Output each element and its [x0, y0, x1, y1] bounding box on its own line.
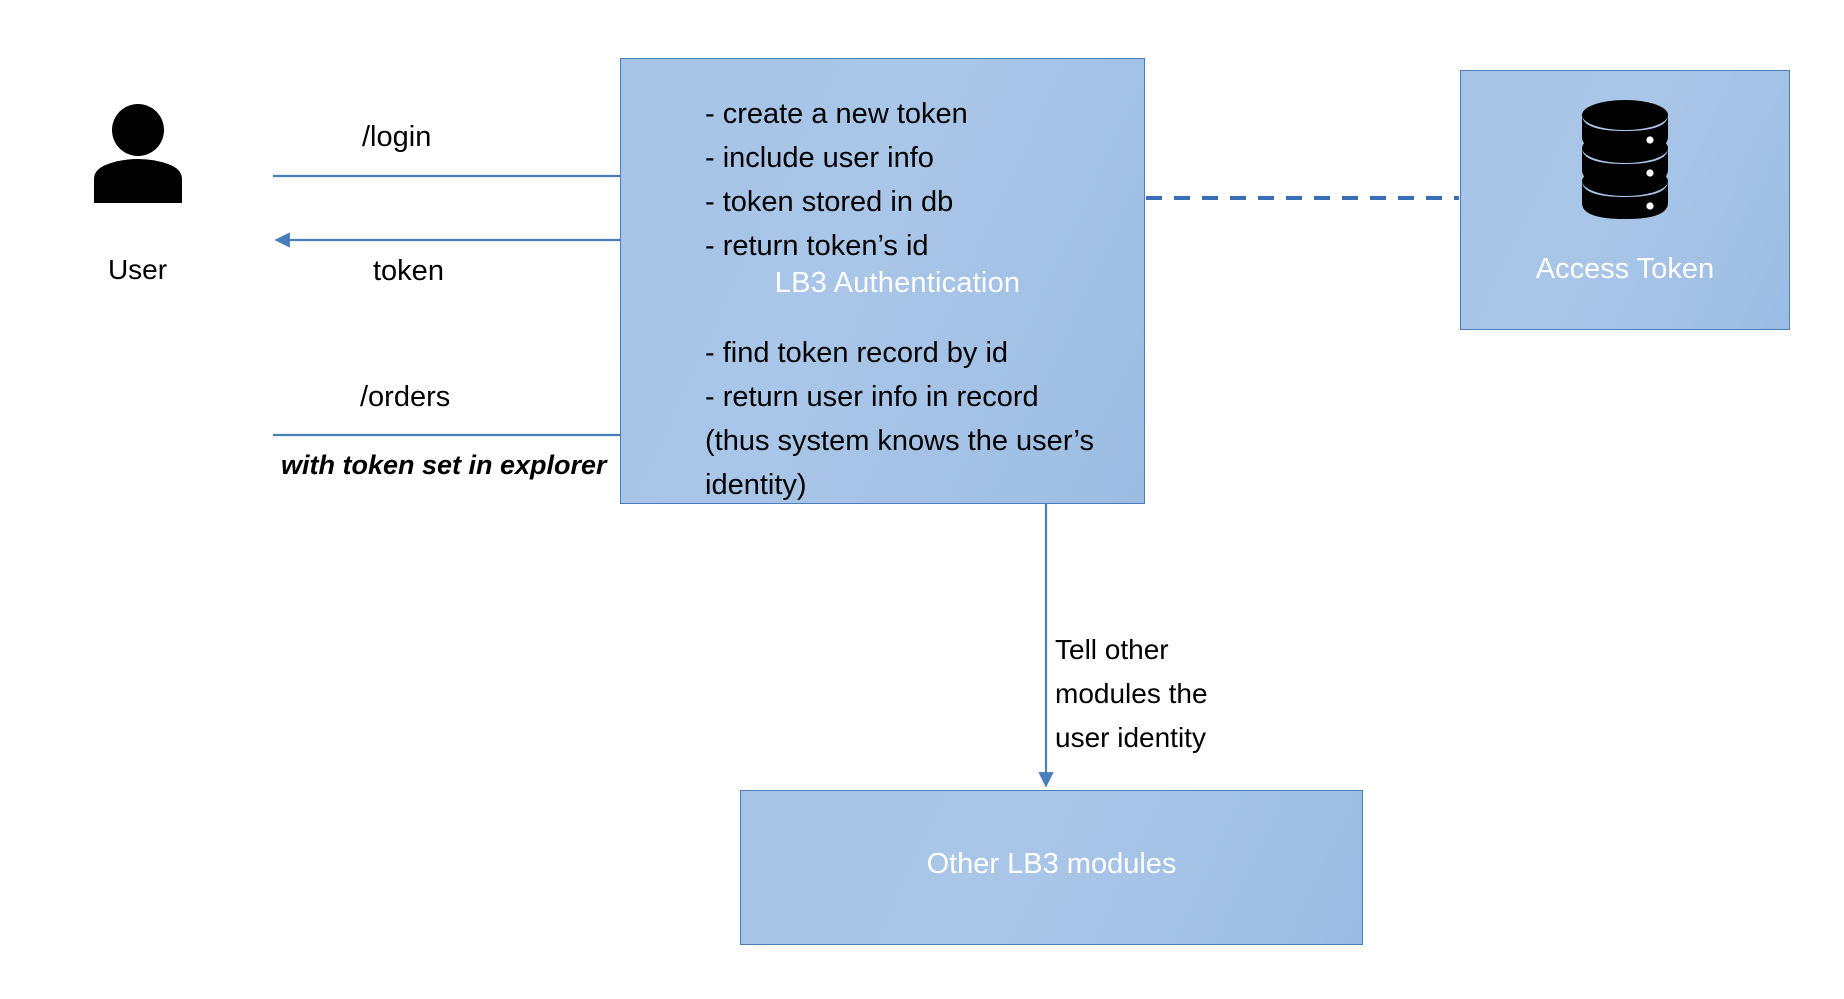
- tell-other-modules-note: Tell other modules the user identity: [1055, 634, 1208, 753]
- lb3-authentication-box: - create a new token - include user info…: [620, 58, 1145, 504]
- auth-box-title: LB3 Authentication: [774, 267, 1021, 299]
- flow-label-login: /login: [362, 121, 432, 153]
- flow-label-orders: /orders: [360, 381, 451, 413]
- other-lb3-modules-label: Other LB3 modules: [926, 848, 1177, 880]
- database-icon-wrap: [1461, 93, 1789, 225]
- user-label: User: [107, 254, 168, 285]
- access-token-box: Access Token: [1460, 70, 1790, 330]
- other-lb3-modules-box: Other LB3 modules: [740, 790, 1363, 945]
- database-cylinder-icon: [1582, 100, 1668, 219]
- auth-bottom-bullets: - find token record by id - return user …: [705, 337, 1094, 501]
- flow-label-token: token: [373, 255, 444, 287]
- user-person-icon: [94, 104, 182, 203]
- access-token-label: Access Token: [1535, 253, 1715, 285]
- auth-top-bullets: - create a new token - include user info…: [705, 98, 968, 262]
- flow-sublabel-explorer: with token set in explorer: [281, 450, 607, 480]
